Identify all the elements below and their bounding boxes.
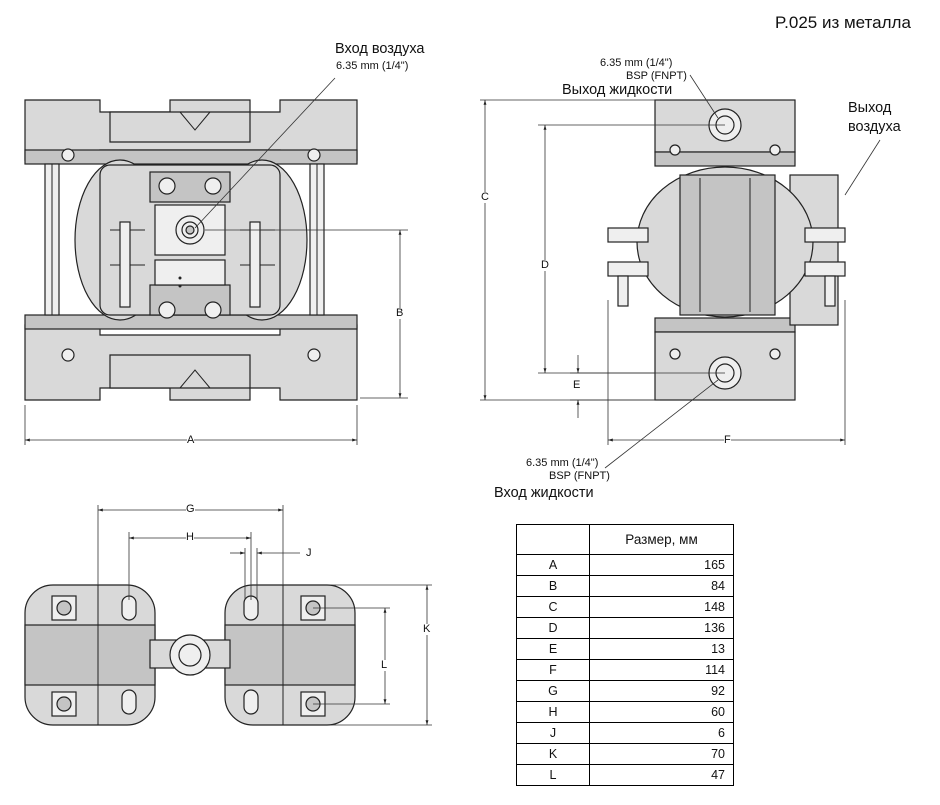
- row-value: 6: [589, 722, 734, 744]
- fluid-outlet-thread: BSP (FNPT): [626, 70, 687, 82]
- dim-e-label: E: [573, 379, 581, 391]
- dim-c-label: C: [481, 191, 489, 203]
- table-header-row: Размер, мм: [516, 524, 734, 555]
- dim-b-label: B: [396, 307, 404, 319]
- air-inlet-label: Вход воздуха: [335, 41, 425, 57]
- fluid-inlet-thread: BSP (FNPT): [549, 470, 610, 482]
- dim-f-label: F: [724, 434, 731, 446]
- row-value: 165: [589, 554, 734, 576]
- front-view: [24, 77, 408, 445]
- row-label: G: [516, 680, 590, 702]
- row-value: 70: [589, 743, 734, 765]
- row-value: 114: [589, 659, 734, 681]
- drawing-title: P.025 из металла: [775, 13, 911, 32]
- row-label: J: [516, 722, 590, 744]
- row-value: 136: [589, 617, 734, 639]
- air-outlet-label-line2: воздуха: [848, 119, 901, 135]
- row-label: F: [516, 659, 590, 681]
- bottom-view: [24, 505, 432, 726]
- fluid-outlet-size: 6.35 mm (1/4"): [600, 57, 673, 69]
- row-value: 148: [589, 596, 734, 618]
- fluid-outlet-label: Выход жидкости: [562, 82, 673, 98]
- row-label: L: [516, 764, 590, 786]
- dim-d-label: D: [541, 259, 549, 271]
- fluid-inlet-size: 6.35 mm (1/4"): [526, 457, 599, 469]
- side-view: [480, 74, 881, 469]
- table-header-label: [516, 524, 590, 555]
- row-value: 60: [589, 701, 734, 723]
- dim-l-label: L: [381, 659, 388, 671]
- fluid-inlet-label: Вход жидкости: [494, 485, 594, 501]
- dim-a-label: A: [187, 434, 195, 446]
- row-label: E: [516, 638, 590, 660]
- row-label: C: [516, 596, 590, 618]
- row-label: B: [516, 575, 590, 597]
- row-label: D: [516, 617, 590, 639]
- row-label: K: [516, 743, 590, 765]
- row-label: H: [516, 701, 590, 723]
- row-value: 92: [589, 680, 734, 702]
- dim-j-label: J: [306, 547, 312, 559]
- table-header-value: Размер, мм: [589, 524, 734, 555]
- row-value: 13: [589, 638, 734, 660]
- row-value: 84: [589, 575, 734, 597]
- dim-k-label: K: [423, 623, 431, 635]
- dim-h-label: H: [186, 531, 194, 543]
- dim-g-label: G: [186, 503, 195, 515]
- row-label: A: [516, 554, 590, 576]
- air-outlet-label-line1: Выход: [848, 100, 892, 116]
- air-inlet-size: 6.35 mm (1/4"): [336, 60, 409, 72]
- row-value: 47: [589, 764, 734, 786]
